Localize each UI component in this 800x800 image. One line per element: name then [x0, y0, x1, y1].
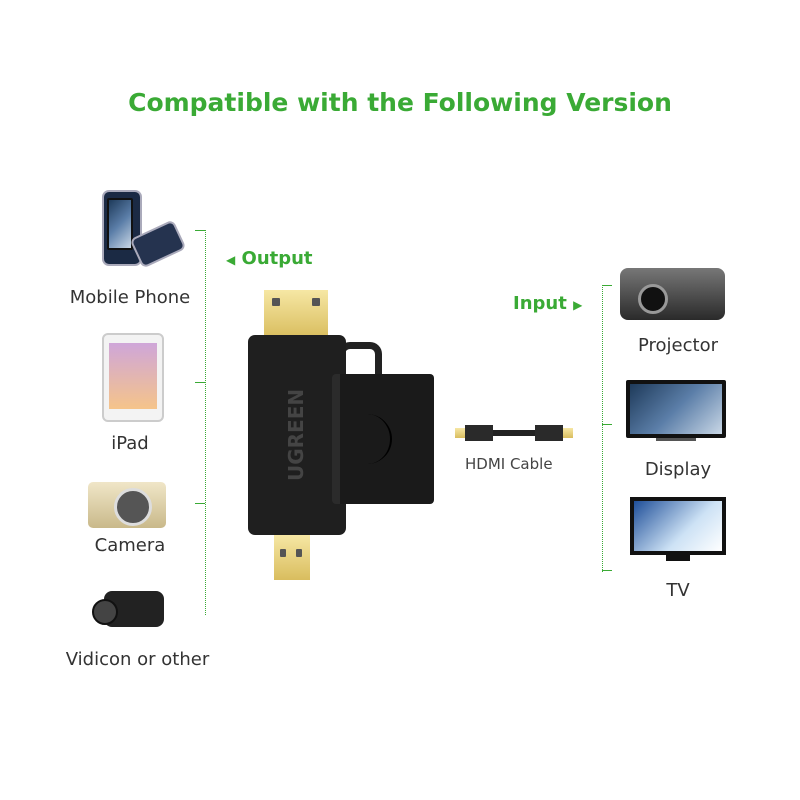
bracket-tick [195, 382, 205, 383]
projector-icon [620, 268, 725, 320]
arrow-right-icon: ▶ [573, 298, 583, 312]
arrow-left-icon: ◀ [226, 253, 236, 267]
camcorder-icon [90, 585, 170, 635]
hdmi-female-port [332, 374, 434, 504]
cable-label: HDMI Cable [465, 455, 553, 473]
ipad-icon [102, 333, 164, 422]
hdmi-adapter: UGREEN [248, 290, 434, 590]
adapter-body: UGREEN [248, 335, 346, 535]
hdmi-cable-icon [455, 423, 580, 443]
device-label: Mobile Phone [69, 287, 191, 308]
bracket-tick [195, 230, 205, 231]
right-bracket-line [602, 285, 603, 572]
output-label: ◀ Output [226, 248, 313, 269]
bracket-tick [195, 503, 205, 504]
device-label: Camera [94, 535, 166, 556]
bracket-tick [602, 424, 612, 425]
mini-hdmi-connector [264, 290, 328, 338]
device-label: Display [644, 459, 712, 480]
device-label: iPad [111, 433, 149, 454]
input-label: Input ▶ [513, 293, 583, 314]
bracket-tick [602, 570, 612, 571]
device-label: Vidicon or other [65, 649, 210, 670]
brand-logo: UGREEN [284, 388, 308, 482]
bracket-tick [602, 285, 612, 286]
monitor-icon [626, 380, 726, 442]
left-bracket-line [205, 230, 206, 615]
page-title: Compatible with the Following Version [128, 88, 672, 117]
device-label: TV [666, 580, 690, 601]
mobile-phone-icon [98, 188, 187, 274]
micro-hdmi-connector [274, 535, 310, 580]
camera-icon [88, 482, 166, 528]
tv-icon [630, 497, 726, 563]
device-label: Projector [638, 335, 718, 356]
